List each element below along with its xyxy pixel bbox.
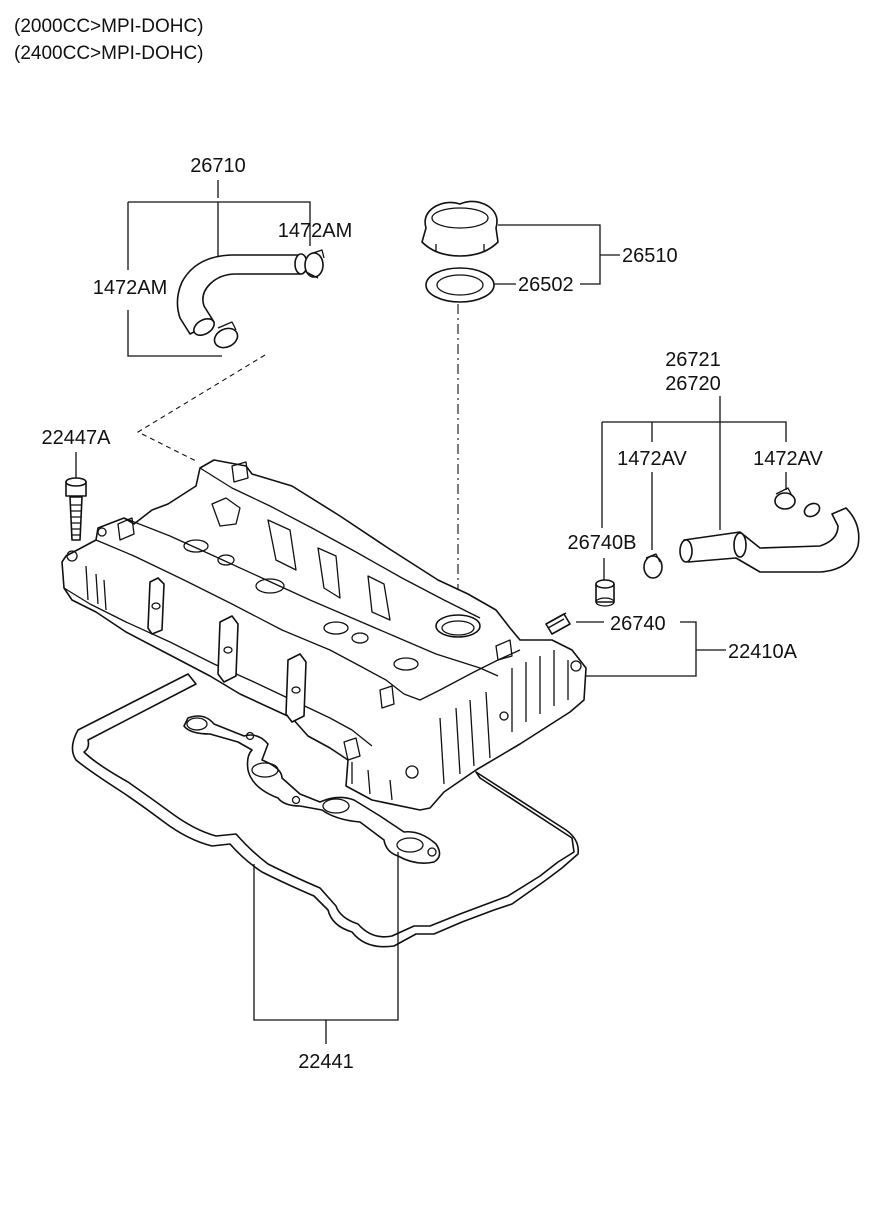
engine-spec-line-1: (2000CC>MPI-DOHC) [14,16,204,37]
pcv-hose-group: 26721 26720 1472AV 1472AV [601,349,860,579]
label-1472am-left[interactable]: 1472AM [93,277,168,299]
label-26740b[interactable]: 26740B [568,532,637,554]
label-26502[interactable]: 26502 [518,274,574,296]
oil-cap-icon [421,200,499,257]
label-22410a[interactable]: 22410A [728,641,798,663]
hose-clamp-icon [774,487,796,510]
label-1472av-left[interactable]: 1472AV [617,448,687,470]
cover-internal-ribs [117,461,513,761]
label-26710[interactable]: 26710 [190,155,246,177]
bolt-icon [65,477,87,541]
spark-plug-tubes [147,577,307,723]
label-22441[interactable]: 22441 [298,1051,354,1073]
label-1472am-upper[interactable]: 1472AM [278,220,353,242]
gasket-icon [71,673,580,948]
hose-clamp-icon [304,249,325,279]
valve-icon [545,612,571,635]
grommet-icon [595,579,615,607]
oil-cap-group: 26510 26502 [421,200,678,612]
cover-side-ribs [66,527,582,801]
label-26510[interactable]: 26510 [622,245,678,267]
pcv-valve-group: 26740 22410A [545,612,798,677]
cover-gasket-group: 22441 [71,673,580,1073]
engine-spec-line-2: (2400CC>MPI-DOHC) [14,43,204,64]
engine-cover-icon [61,459,587,811]
label-26721[interactable]: 26721 [665,349,721,371]
hose-icon [679,502,860,573]
gasket-icon [425,267,495,303]
hose-icon [176,253,308,336]
grommet-group: 26740B [568,532,637,607]
label-26740[interactable]: 26740 [610,613,666,635]
label-26720[interactable]: 26720 [665,373,721,395]
label-22447a[interactable]: 22447A [42,427,112,449]
hose-clamp-icon [213,321,239,349]
breather-hose-group: 26710 1472AM 1472AM [93,155,353,463]
hose-clamp-icon [643,553,663,579]
label-1472av-right[interactable]: 1472AV [753,448,823,470]
bolt-group: 22447A [42,427,112,541]
